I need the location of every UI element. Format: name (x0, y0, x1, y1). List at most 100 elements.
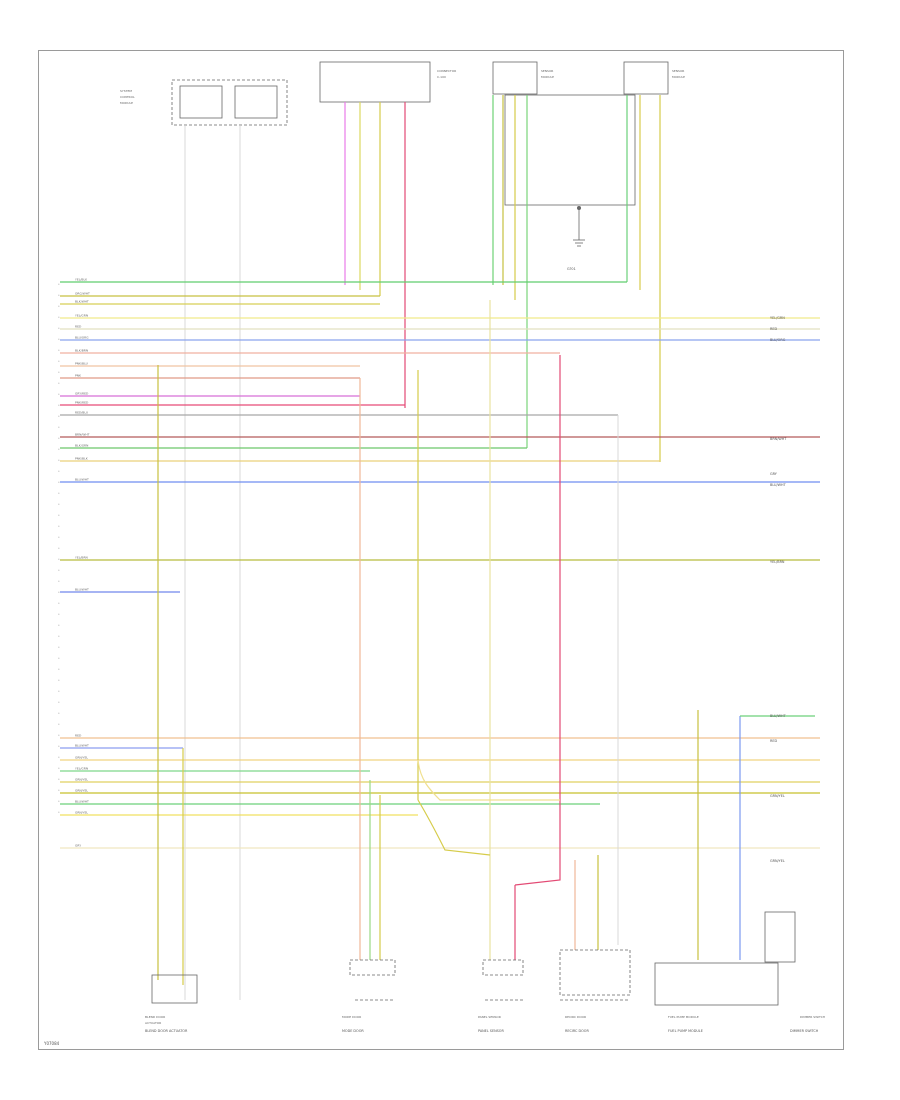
pin-mark: • (58, 458, 60, 462)
lower-wire-code: GRN/YEL (75, 778, 88, 782)
bus-wire-code: YEL/GRN (75, 314, 88, 318)
pin-mark: • (58, 601, 60, 605)
bus-wire-code: BLU/WHT (75, 478, 89, 482)
pin-mark: • (58, 755, 60, 759)
right-label-10: GRN/YEL (770, 794, 785, 798)
svg-text:CONTROL: CONTROL (120, 95, 135, 99)
svg-text:SENSOR: SENSOR (541, 69, 553, 73)
bottom-comp-5: FUEL PUMP MODULE DIMMER SWITCH (654, 911, 825, 1019)
right-label-2: RED (770, 327, 777, 331)
bus-wire-code: ORG/WHT (75, 292, 90, 296)
pin-mark: • (58, 799, 60, 803)
pin-mark: • (58, 502, 60, 506)
pin-mark: • (58, 304, 60, 308)
pin-mark: • (58, 689, 60, 693)
pin-mark: • (58, 744, 60, 748)
pin-mark: • (58, 590, 60, 594)
bus-wire-code: BLU/ORG (75, 336, 89, 340)
bus-wire-code: BLU/WHT (75, 588, 89, 592)
right-label-4: BRN/WHT (770, 437, 787, 441)
svg-text:MODULE: MODULE (120, 101, 133, 105)
right-label-3: BLU/ORG (770, 338, 786, 342)
pin-mark: • (58, 359, 60, 363)
right-module-b: SENSOR MODULE (623, 61, 685, 95)
lower-wire-code: YEL/GRN (75, 767, 88, 771)
pin-mark: • (58, 535, 60, 539)
pin-mark: • (58, 436, 60, 440)
svg-text:FUEL PUMP MODULE: FUEL PUMP MODULE (668, 1015, 699, 1019)
svg-text:SENSOR: SENSOR (672, 69, 684, 73)
pin-mark: • (58, 425, 60, 429)
mid-vertical-wires (157, 300, 815, 985)
right-label-1: YEL/GRN (770, 316, 785, 320)
bus-wire-code: YEL/BLK (75, 278, 88, 282)
pin-mark: • (58, 656, 60, 660)
pin-mark: • (58, 546, 60, 550)
pin-mark: • (58, 282, 60, 286)
svg-text:CONNECTOR: CONNECTOR (437, 69, 456, 73)
svg-text:C-100: C-100 (437, 75, 446, 79)
right-label-6: BLU/WHT (770, 483, 787, 487)
bus-wire-code: PNK/RED (75, 401, 89, 405)
lower-wire-code: GRN/YEL (75, 789, 88, 793)
pin-mark: • (58, 348, 60, 352)
svg-text:MODULE: MODULE (672, 75, 685, 79)
pin-mark: • (58, 777, 60, 781)
pin-mark: • (58, 326, 60, 330)
bottom-comp-4: RECIRC DOOR (559, 949, 631, 1019)
ground-splice (573, 206, 585, 247)
bottom-comp-1: BLEND DOOR ACTUATOR (145, 974, 198, 1025)
pin-mark: • (58, 293, 60, 297)
wire-bus: YEL/BLK ORG/WHT BLK/WHT YEL/GRN RED BLU/ORG BL… (60, 278, 820, 593)
figure-code: Y07084 (44, 1041, 60, 1046)
pin-mark: • (58, 788, 60, 792)
bottom-comp-3: PANEL SENSOR (478, 959, 525, 1019)
right-label-8: BLU/WHT (770, 714, 787, 718)
lower-wire-code: BLU/WHT (75, 744, 89, 748)
pin-mark: • (58, 469, 60, 473)
label-ground: G?01 (567, 267, 576, 271)
bus-wire-code: PNK/BLU (75, 362, 88, 366)
bus-wire-code: YEL/BRN (75, 556, 88, 560)
svg-text:MODULE: MODULE (541, 75, 554, 79)
diagram-frame (38, 50, 844, 1050)
pin-mark: • (58, 733, 60, 737)
top-left-module: SYSTEM CONTROL MODULE (120, 79, 288, 126)
right-module-a: SENSOR MODULE (492, 61, 636, 206)
lower-wire-code: RED (75, 734, 82, 738)
svg-text:ACTUATOR: ACTUATOR (145, 1021, 161, 1025)
bus-wire-code: BLK/WHT (75, 300, 89, 304)
pin-mark: • (58, 623, 60, 627)
right-label-7: YEL/BRN (770, 560, 785, 564)
pin-mark: • (58, 414, 60, 418)
lower-wire-code: GRN/YEL (75, 756, 88, 760)
top-vertical-wires (184, 95, 661, 1000)
pin-mark: • (58, 447, 60, 451)
pin-mark: • (58, 634, 60, 638)
svg-text:PANEL SENSOR: PANEL SENSOR (478, 1015, 501, 1019)
right-label-11: GRN/YEL (770, 859, 785, 863)
bottom-comp-2: MODE DOOR (342, 959, 396, 1019)
label-panel-sensor: PANEL SENSOR (478, 1029, 504, 1033)
pin-mark: • (58, 810, 60, 814)
label-mode-door: MODE DOOR (342, 1029, 364, 1033)
pin-mark: • (58, 579, 60, 583)
svg-text:SYSTEM: SYSTEM (120, 89, 132, 93)
svg-text:RECIRC DOOR: RECIRC DOOR (565, 1015, 586, 1019)
pin-mark: • (58, 700, 60, 704)
right-label-9: RED (770, 739, 777, 743)
label-fuel-pump: FUEL PUMP MODULE (668, 1029, 703, 1033)
bus-wire-code: GRY/RED (75, 392, 89, 396)
svg-text:DIMMER SWITCH: DIMMER SWITCH (800, 1015, 825, 1019)
right-label-5: GRY (770, 472, 778, 476)
pin-mark: • (58, 524, 60, 528)
bus-wire-code: PNK (75, 374, 82, 378)
pin-mark: • (58, 667, 60, 671)
bus-wire-code: PNK/BLK (75, 457, 89, 461)
pin-mark: • (58, 491, 60, 495)
pin-mark: • (58, 568, 60, 572)
pin-mark: • (58, 370, 60, 374)
bus-wire-code: RED/BLU (75, 411, 88, 415)
pin-mark: • (58, 480, 60, 484)
label-blend-door: BLEND DOOR ACTUATOR (145, 1029, 188, 1033)
